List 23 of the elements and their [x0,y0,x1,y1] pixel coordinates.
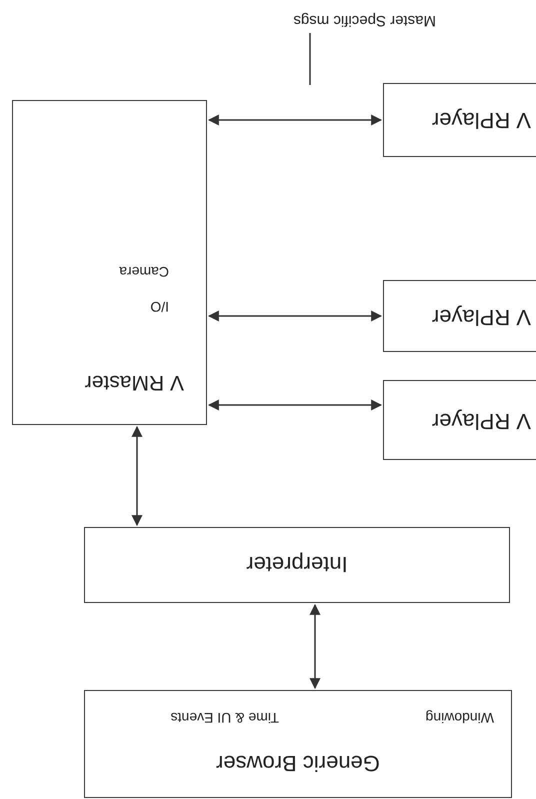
process-box [12,100,207,425]
double-arrow [208,400,382,410]
annotation-text: Master Specific msgs [293,12,436,28]
box-title: V RPlayer [432,408,531,433]
double-arrow [310,604,320,690]
box-note: I/O [150,298,169,314]
box-note: Camera [119,264,169,279]
box-title: V RMaster [84,370,184,394]
process-box [383,83,536,157]
box-title: V RPlayer [432,304,531,329]
double-arrow [132,426,142,526]
process-box [84,690,512,798]
box-title: Generic Browser [216,750,380,775]
leader-line [309,33,311,85]
process-box [383,280,536,352]
process-box [383,380,536,460]
process-box [84,527,510,603]
box-title: Interpreter [246,552,348,576]
double-arrow [208,310,382,322]
box-note: Windowing [426,710,494,725]
box-note: Time & UI Events [170,710,279,725]
box-title: V RPlayer [432,108,531,132]
double-arrow [208,114,382,126]
